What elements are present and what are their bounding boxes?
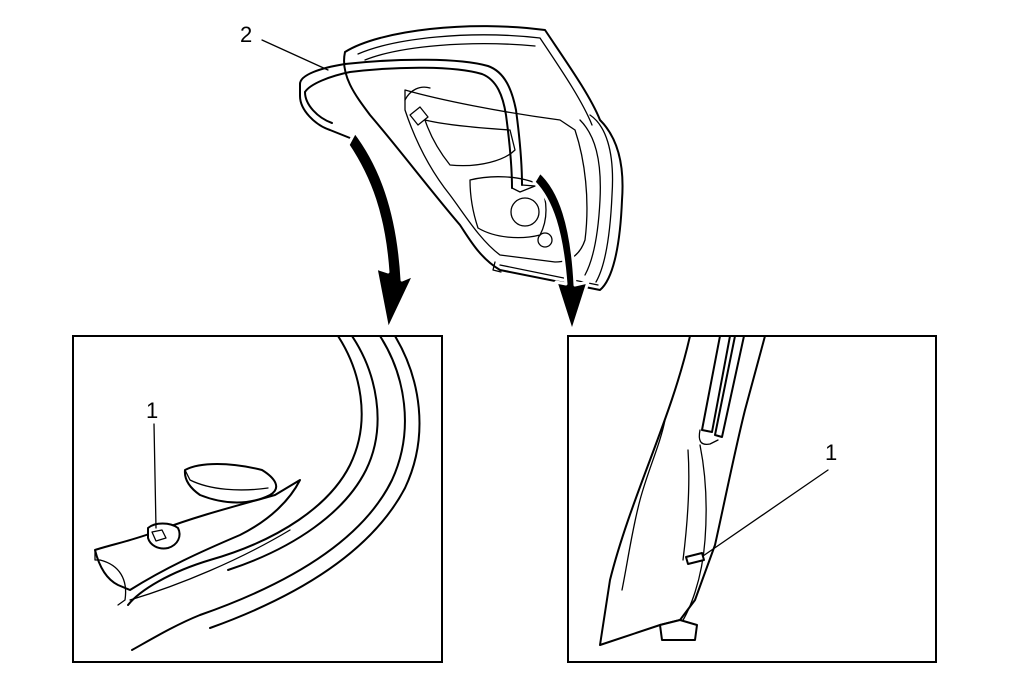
- weatherstrip-tab: [183, 463, 278, 504]
- left-detail-panel: [72, 335, 443, 663]
- door-inner-panel: [404, 89, 588, 263]
- arrow-to-right-detail-icon: [532, 170, 590, 334]
- arrow-to-left-detail-icon: [346, 130, 416, 332]
- callout-1-leader-left: [153, 423, 157, 529]
- weatherstrip-channel: [701, 337, 731, 433]
- door-frame-inner: [357, 34, 593, 126]
- right-detail-panel: [567, 335, 937, 663]
- retainer-clip-right: [685, 552, 705, 565]
- retainer-clip-left: [147, 522, 181, 550]
- callout-2-label: 2: [240, 22, 253, 47]
- door-frame-flange: [127, 337, 363, 606]
- callout-1-leader-right: [702, 469, 829, 557]
- door-pillar-panel: [599, 337, 766, 646]
- callout-2-leader: [261, 39, 329, 71]
- callout-1-label-right: 1: [825, 440, 838, 465]
- callout-1-label-left: 1: [146, 398, 159, 423]
- rear-door-overview: [261, 25, 624, 334]
- door-weatherstrip-seal: [299, 58, 523, 186]
